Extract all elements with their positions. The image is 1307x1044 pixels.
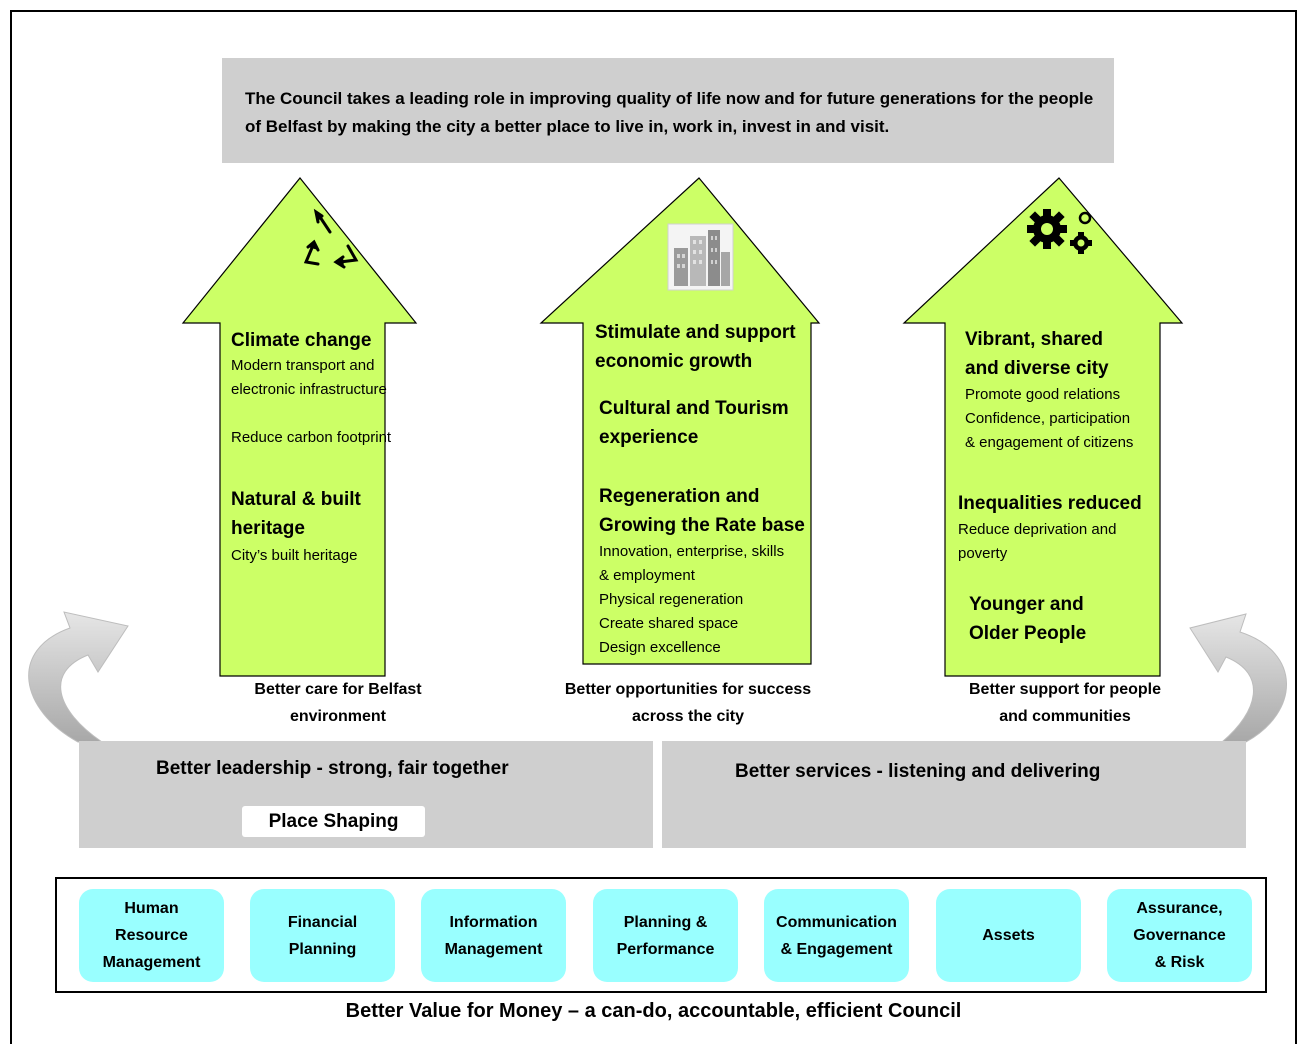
left-subitem: City’s built heritage [231, 547, 358, 564]
center-subitem: & employment [599, 567, 695, 584]
right-pillar-caption: and communities [999, 708, 1131, 725]
center-pillar-arrow [539, 177, 821, 665]
services-panel [662, 741, 1246, 848]
function-planning-performance: Planning &Performance [593, 889, 738, 982]
diagram-frame [10, 10, 1297, 1044]
right-cycle-arrow [1189, 613, 1287, 743]
left-cycle-arrow [28, 611, 129, 743]
center-subitem: Design excellence [599, 639, 721, 656]
inequalities-heading: Inequalities reduced [958, 493, 1142, 514]
tourism-heading: Cultural and Tourism [599, 398, 789, 419]
heritage-heading: heritage [231, 518, 305, 539]
center-pillar-caption: across the city [631, 708, 745, 725]
tourism-heading: experience [599, 427, 699, 448]
heritage-heading: Natural & built [231, 489, 361, 510]
left-subitem: Modern transport and [231, 357, 375, 374]
recycle-icon [303, 208, 359, 269]
right-subitem: & engagement of citizens [965, 434, 1134, 451]
center-subitem: Physical regeneration [599, 591, 744, 608]
regeneration-heading: Growing the Rate base [599, 515, 805, 536]
function-assets: Assets [936, 889, 1081, 982]
climate-change-heading: Climate change [231, 330, 372, 351]
right-pillar-arrow [902, 177, 1184, 677]
center-subitem: Innovation, enterprise, skills [599, 543, 785, 560]
economic-growth-heading: Stimulate and support [595, 322, 796, 343]
left-subitem: Reduce carbon footprint [231, 429, 392, 446]
functions-frame [55, 877, 1267, 993]
vibrant-city-heading: Vibrant, shared [965, 329, 1103, 350]
leadership-title: Better leadership - strong, fair togethe… [156, 758, 509, 779]
regeneration-heading: Regeneration and [599, 486, 760, 507]
gears-icon [1027, 209, 1092, 254]
center-pillar-caption: Better opportunities for success [564, 681, 812, 698]
right-subitem: poverty [958, 545, 1008, 562]
right-subitem: Confidence, participation [965, 410, 1131, 427]
right-pillar-caption: Better support for people [968, 681, 1161, 698]
left-pillar-caption: environment [289, 708, 386, 725]
right-subitem: Promote good relations [965, 386, 1121, 403]
center-subitem: Create shared space [599, 615, 739, 632]
right-subitem: Reduce deprivation and [958, 521, 1117, 538]
services-title: Better services - listening and deliveri… [735, 761, 1101, 782]
function-assurance: Assurance,Governance& Risk [1107, 889, 1252, 982]
vision-banner: The Council takes a leading role in impr… [222, 58, 1114, 163]
economic-growth-heading: economic growth [595, 351, 753, 372]
footer-title: Better Value for Money – a can-do, accou… [345, 1000, 962, 1022]
left-subitem: electronic infrastructure [231, 381, 387, 398]
people-heading: Younger and [969, 594, 1084, 615]
people-heading: Older People [969, 623, 1087, 644]
vibrant-city-heading: and diverse city [965, 358, 1109, 379]
left-pillar-arrow [181, 177, 418, 677]
city-buildings-icon [667, 223, 734, 291]
left-pillar-caption: Better care for Belfast [254, 681, 422, 698]
function-communication: Communication& Engagement [764, 889, 909, 982]
place-shaping-label: Place Shaping [242, 806, 425, 837]
